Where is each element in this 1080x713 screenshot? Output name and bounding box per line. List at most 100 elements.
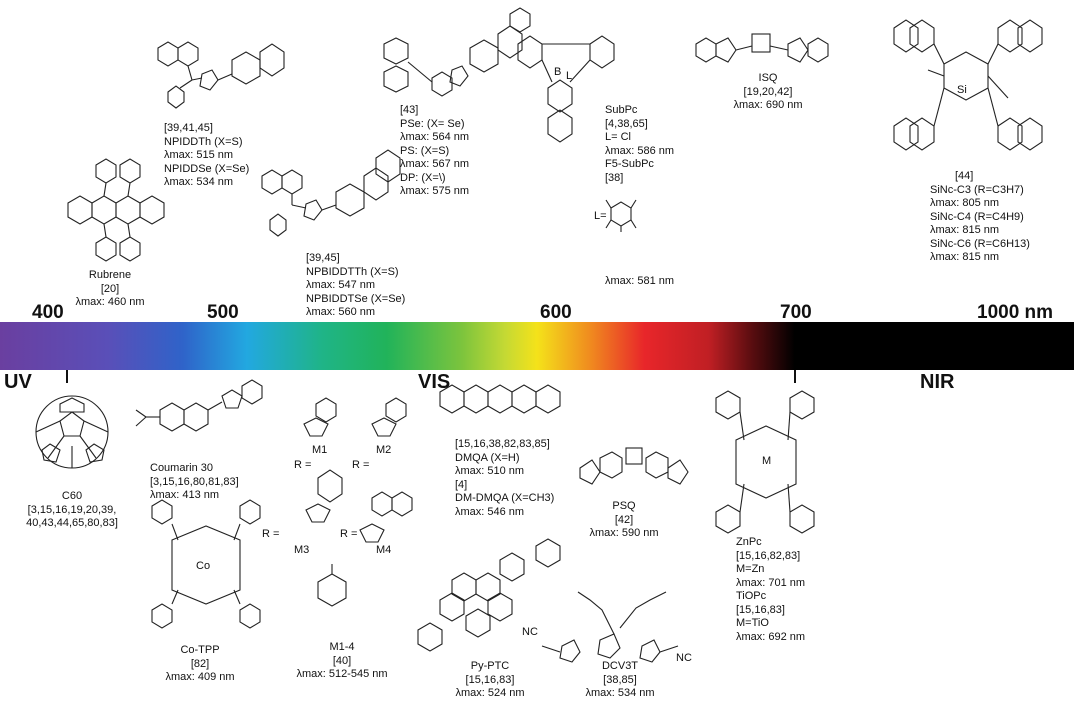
axis-tick-1000nm: 1000 nm: [977, 302, 1054, 323]
m14-name: M1-4: [329, 641, 355, 653]
c60-structure: [35, 395, 109, 469]
pse-structure: [383, 7, 531, 97]
m-series-structures: [303, 397, 413, 607]
znpc-name: ZnPc: [736, 536, 762, 548]
cotpp-label: Co-TPP [82] λmax: 409 nm: [150, 644, 250, 685]
npiddse-name: NPIDDSe (X=Se): [164, 162, 250, 175]
sinc-si-atom: Si: [957, 84, 967, 96]
cotpp-name: Co-TPP: [180, 644, 220, 656]
dp-lmax: λmax: 575 nm: [400, 185, 470, 197]
f5subpc-name: F5-SubPc: [605, 158, 654, 170]
pse-lmax: λmax: 564 nm: [400, 131, 470, 143]
tiopc-lmax: λmax: 692 nm: [736, 630, 806, 643]
subpc-name: SubPc: [605, 104, 638, 116]
tiopc-name: TiOPc: [736, 590, 767, 602]
subpc-lmax: λmax: 586 nm: [605, 144, 675, 157]
npbiddtth-ref: [39,45]: [306, 252, 340, 264]
m-r-label-1: R =: [294, 459, 312, 471]
coumarin-name: Coumarin 30: [150, 462, 213, 474]
dcv3t-lmax: λmax: 534 nm: [585, 687, 655, 699]
m14-label: M1-4 [40] λmax: 512-545 nm: [282, 641, 402, 682]
znpc-metal-atom: M: [762, 455, 772, 467]
psq-lmax: λmax: 590 nm: [589, 527, 659, 539]
npiddth-ref: [39,41,45]: [164, 122, 213, 134]
m14-ref: [40]: [332, 654, 352, 667]
rubrene-structure: [67, 158, 165, 262]
f5subpc-ref: [38]: [605, 171, 624, 184]
m14-lmax: λmax: 512-545 nm: [296, 668, 388, 680]
c60-ref-2: 40,43,44,65,80,83]: [26, 517, 118, 529]
dmqa-ref: [15,16,38,82,83,85]: [455, 438, 550, 450]
npbiddtse-name: NPBIDDTSe (X=Se): [306, 292, 406, 305]
sinc-c4-name: SiNc-C4 (R=C4H9): [930, 210, 1024, 223]
subpc-label: SubPc [4,38,65] L= Cl λmax: 586 nm F5-Su…: [605, 104, 674, 185]
npiddth-label: [39,41,45] NPIDDTh (X=S) λmax: 515 nm NP…: [164, 122, 249, 190]
spectrum-bar: [0, 322, 1074, 370]
dcv3t-label: DCV3T [38,85] λmax: 534 nm: [570, 660, 670, 701]
subpc-ligand: L= Cl: [605, 131, 631, 143]
pse-name: PSe: (X= Se): [400, 117, 465, 130]
rubrene-name: Rubrene: [88, 269, 132, 281]
c60-name: C60: [61, 490, 83, 502]
dcv3t-structure: [541, 591, 679, 663]
m3-label: M3: [294, 544, 310, 556]
pyptc-structure: [417, 538, 561, 652]
sinc-c6-name: SiNc-C6 (R=C6H13): [930, 237, 1030, 250]
tiopc-ref: [15,16,83]: [736, 603, 785, 616]
tiopc-metal: M=TiO: [736, 617, 769, 629]
f5subpc-lmax: λmax: 581 nm: [605, 275, 675, 287]
psq-label: PSQ [42] λmax: 590 nm: [574, 500, 674, 541]
sinc-label: [44] SiNc-C3 (R=C3H7) λmax: 805 nm SiNc-…: [930, 170, 1030, 265]
npbiddtth-structure: [261, 149, 401, 237]
pyptc-name: Py-PTC: [470, 660, 510, 672]
isq-ref: [19,20,42]: [743, 85, 793, 98]
axis-tick-500: 500: [207, 302, 239, 323]
cotpp-ref: [82]: [190, 657, 210, 670]
axis-tick-600: 600: [540, 302, 572, 323]
sinc-c3-lmax: λmax: 805 nm: [930, 197, 1000, 209]
dp-name: DP: (X=\): [400, 171, 446, 184]
dmqa-name: DMQA (X=H): [455, 451, 520, 464]
znpc-structure: [715, 390, 815, 534]
m2-label: M2: [376, 444, 392, 456]
subpc-ref: [4,38,65]: [605, 117, 648, 130]
znpc-ref: [15,16,82,83]: [736, 549, 801, 562]
znpc-metal: M=Zn: [736, 563, 765, 575]
npbiddtth-label: [39,45] NPBIDDTTh (X=S) λmax: 547 nm NPB…: [306, 252, 405, 320]
coumarin-ref: [3,15,16,80,81,83]: [150, 475, 239, 488]
c60-label: C60 [3,15,16,19,20,39, 40,43,44,65,80,83…: [12, 490, 132, 531]
npbiddtth-name: NPBIDDTTh (X=S): [306, 265, 399, 278]
sinc-structure: [893, 19, 1043, 151]
rubrene-ref: [20]: [100, 282, 120, 295]
npiddth-structure: [157, 41, 285, 109]
psq-name: PSQ: [612, 500, 636, 512]
dmdmqa-lmax: λmax: 546 nm: [455, 505, 525, 518]
dmqa-lmax: λmax: 510 nm: [455, 465, 525, 477]
dmqa-label: [15,16,38,82,83,85] DMQA (X=H) λmax: 510…: [455, 438, 554, 519]
dcv3t-name: DCV3T: [601, 660, 639, 672]
rubrene-label: Rubrene [20] λmax: 460 nm: [70, 269, 150, 310]
pyptc-ref: [15,16,83]: [465, 673, 515, 686]
dmqa-structure: [439, 384, 561, 414]
cotpp-co-atom: Co: [196, 560, 211, 572]
region-vis: VIS: [418, 371, 451, 393]
npiddse-lmax: λmax: 534 nm: [164, 176, 234, 188]
subpc-structure: [517, 35, 637, 232]
m1-label: M1: [312, 444, 328, 456]
npiddth-name: NPIDDTh (X=S): [164, 135, 243, 148]
m-r-label-2: R =: [352, 459, 370, 471]
coumarin-lmax: λmax: 413 nm: [150, 489, 220, 501]
sinc-c4-lmax: λmax: 815 nm: [930, 224, 1000, 236]
npbiddtse-lmax: λmax: 560 nm: [306, 306, 376, 318]
axis-tick-400: 400: [32, 302, 64, 323]
psq-structure: [579, 447, 689, 485]
axis-tick-700: 700: [780, 302, 812, 323]
znpc-label: ZnPc [15,16,82,83] M=Zn λmax: 701 nm TiO…: [736, 536, 805, 644]
sinc-c6-lmax: λmax: 815 nm: [930, 251, 1000, 263]
dcv3t-ref: [38,85]: [603, 673, 637, 686]
psq-ref: [42]: [614, 513, 634, 526]
cotpp-lmax: λmax: 409 nm: [165, 671, 235, 683]
npbiddtth-lmax: λmax: 547 nm: [306, 279, 376, 291]
isq-name: ISQ: [758, 72, 778, 84]
